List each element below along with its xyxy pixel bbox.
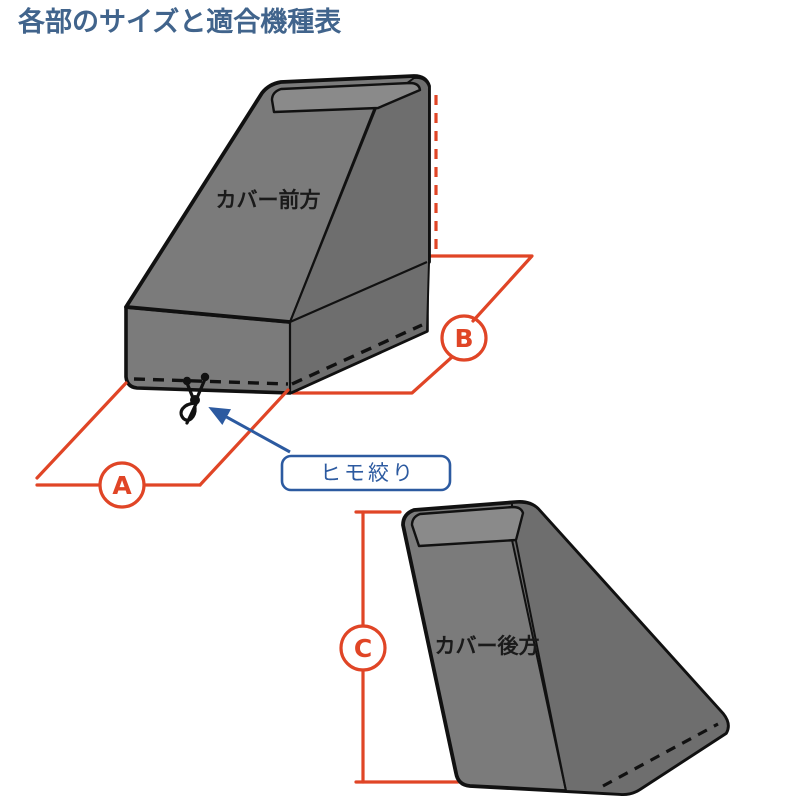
drawstring-bow-loop bbox=[179, 401, 197, 422]
dimension-line-c: C bbox=[339, 510, 460, 784]
drawstring-callout-box[interactable] bbox=[280, 454, 452, 492]
page-title: 各部のサイズと適合機種表 bbox=[18, 7, 342, 38]
dimension-line-a: A bbox=[35, 381, 290, 509]
dimension-line-b: B bbox=[291, 95, 534, 395]
front-cover-illustration: カバー前方 bbox=[124, 74, 431, 395]
rear-cover-right-facet bbox=[511, 501, 729, 796]
drawstring-callout[interactable]: ヒモ絞り bbox=[208, 406, 452, 492]
rear-cover-illustration: カバー後方 bbox=[401, 499, 730, 797]
rear-cover-hem-stitch bbox=[602, 722, 719, 788]
dimension-marker-b-label: B bbox=[454, 324, 473, 353]
dimension-marker-c-label: C bbox=[354, 634, 372, 663]
front-cover-top-lid bbox=[270, 81, 422, 114]
drawstring-eyelet-left bbox=[182, 376, 192, 386]
rear-cover-top-lid bbox=[410, 505, 525, 548]
drawstring-strand-right bbox=[195, 377, 207, 400]
dimension-b-upper-path bbox=[428, 254, 534, 323]
rear-cover-face-crease bbox=[515, 540, 567, 792]
front-cover-face-crease bbox=[289, 107, 377, 323]
drawstring-cord bbox=[179, 372, 210, 425]
dimension-marker-b-circle bbox=[440, 314, 488, 362]
front-cover-right-facet bbox=[289, 76, 430, 394]
front-cover-hem-stitch-front bbox=[133, 377, 289, 386]
drawstring-tail bbox=[185, 402, 198, 425]
dimension-a-right-leader bbox=[198, 388, 290, 487]
drawstring-callout-label: ヒモ絞り bbox=[320, 461, 416, 485]
front-cover-label: カバー前方 bbox=[216, 188, 321, 212]
dimension-marker-a-circle bbox=[98, 461, 146, 509]
dimension-marker-a-label: A bbox=[112, 471, 132, 500]
dimension-a-left-leader bbox=[35, 381, 128, 480]
drawstring-callout-arrow bbox=[208, 406, 291, 454]
drawstring-strand-left bbox=[185, 381, 195, 400]
front-cover-hem-stitch-right bbox=[291, 323, 423, 386]
dimension-b-lower-path bbox=[291, 355, 454, 395]
dimension-marker-c-circle bbox=[339, 624, 387, 672]
drawstring-eyelet-right bbox=[200, 372, 210, 382]
rear-cover-label: カバー後方 bbox=[435, 634, 540, 658]
